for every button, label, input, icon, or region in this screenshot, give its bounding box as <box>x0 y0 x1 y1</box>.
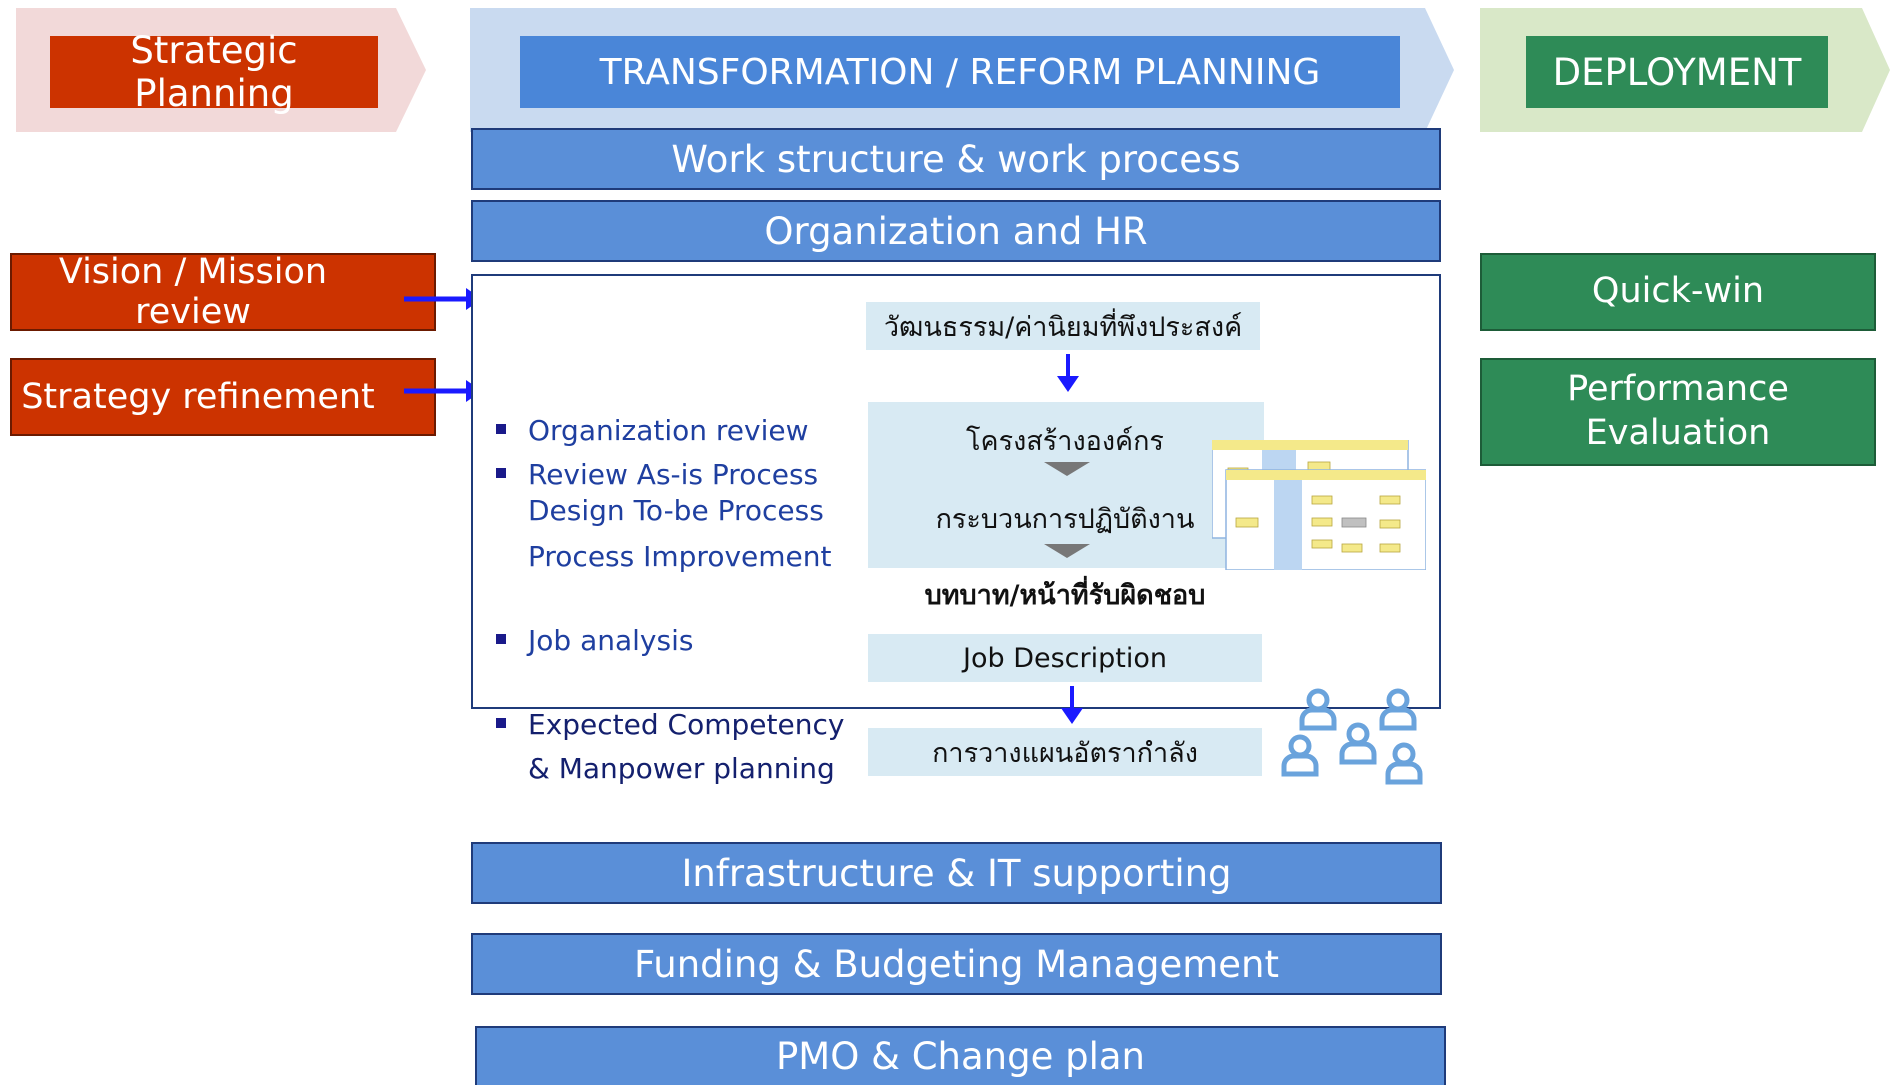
org-review-text: Organization review <box>528 414 809 447</box>
job-description-label: Job Description <box>868 634 1262 682</box>
strategy-refinement-box: Strategy refinement <box>10 358 436 436</box>
structure-process-area <box>868 402 1264 568</box>
expected-competency-text: Expected Competency <box>528 708 845 741</box>
job-analysis-text: Job analysis <box>528 624 694 657</box>
manpower-planning-text: & Manpower planning <box>528 752 835 785</box>
pmo-change-bar: PMO & Change plan <box>475 1026 1446 1085</box>
chevron-down-icon <box>1044 544 1090 558</box>
bullet-icon <box>496 424 506 434</box>
people-group-icon <box>1281 688 1423 785</box>
roles-responsibilities-label: บทบาท/หน้าที่รับผิดชอบ <box>924 579 1206 611</box>
design-tobe-text: Design To-be Process <box>528 494 824 527</box>
down-arrow-icon <box>1061 686 1083 724</box>
process-improvement-text: Process Improvement <box>528 540 832 573</box>
culture-values-label: วัฒนธรรม/ค่านิยมที่พึงประสงค์ <box>866 302 1260 350</box>
strategic-planning-label: Strategic Planning <box>50 29 378 115</box>
organization-hr-bar: Organization and HR <box>471 200 1441 262</box>
infrastructure-bar: Infrastructure & IT supporting <box>471 842 1442 904</box>
funding-budgeting-bar: Funding & Budgeting Management <box>471 933 1442 995</box>
transformation-label: TRANSFORMATION / REFORM PLANNING <box>520 36 1400 108</box>
manpower-planning-label: การวางแผนอัตรากำลัง <box>868 728 1262 776</box>
vision-mission-box: Vision / Mission review <box>10 252 436 332</box>
work-process-label: กระบวนการปฏิบัติงาน <box>935 503 1195 535</box>
down-arrow-icon <box>1057 354 1079 392</box>
work-structure-bar: Work structure & work process <box>471 128 1441 190</box>
bullet-icon <box>496 468 506 478</box>
performance-evaluation-box: Performance Evaluation <box>1480 358 1876 466</box>
org-structure-label: โครงสร้างองค์กร <box>966 425 1164 457</box>
deployment-label: DEPLOYMENT <box>1526 36 1828 108</box>
quick-win-box: Quick-win <box>1480 253 1876 331</box>
chevron-down-icon <box>1044 462 1090 476</box>
bullet-icon <box>496 718 506 728</box>
process-map-thumbnail <box>1212 440 1426 570</box>
bullet-icon <box>496 634 506 644</box>
review-asis-text: Review As-is Process <box>528 458 819 491</box>
